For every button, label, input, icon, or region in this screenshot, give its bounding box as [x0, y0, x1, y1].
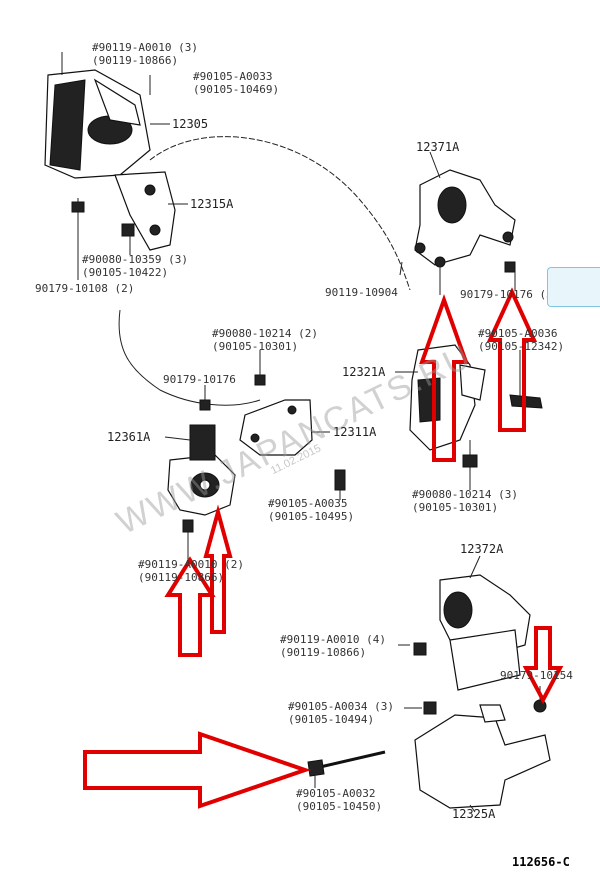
label-part-12372A: 12372A [460, 542, 504, 556]
label-part-12305: 12305 [172, 117, 208, 131]
label-90105-A0035: #90105-A0035 [268, 497, 347, 510]
label-90080-10359: #90080-10359 (3) [82, 253, 188, 266]
label-90105-10469: (90105-10469) [193, 83, 279, 96]
mount-12372A [413, 574, 547, 713]
label-90105-10450: (90105-10450) [296, 800, 382, 813]
mount-12371A [414, 169, 516, 295]
label-90119-A0010-4: #90119-A0010 (4) [280, 633, 386, 646]
label-90179-10154: 90179-10154 [500, 669, 573, 682]
label-90105-10422: (90105-10422) [82, 266, 168, 279]
label-90179-10108: 90179-10108 (2) [35, 282, 134, 295]
engine-outline [118, 136, 411, 406]
mount-12361A [167, 424, 236, 533]
label-part-12371A: 12371A [416, 140, 460, 154]
label-part-12311A: 12311A [333, 425, 377, 439]
side-tab-button[interactable] [547, 267, 600, 307]
label-90119-10904: 90119-10904 [325, 286, 398, 299]
label-part-12361A: 12361A [107, 430, 151, 444]
label-90119-10866-a: (90119-10866) [92, 54, 178, 67]
red-arrow-up-left-bolt [164, 556, 216, 657]
bracket-12311A [199, 374, 346, 491]
highlight-arrows [83, 287, 564, 809]
label-part-12325A: 12325A [452, 807, 496, 821]
label-90105-10301-b: (90105-10301) [412, 501, 498, 514]
red-arrow-right-long-bolt [83, 731, 312, 809]
red-arrow-up-left-stud [203, 504, 233, 634]
diagram-reference-number: 112656-C [512, 855, 570, 869]
label-90179-10176: 90179-10176 [163, 373, 236, 386]
leader-lines [129, 123, 541, 813]
part-labels: #90119-A0010 (3) (90119-10866) #90105-A0… [35, 41, 573, 869]
bracket-12325A [307, 701, 551, 809]
label-90179-10176-3: 90179-10176 (3) [460, 288, 559, 301]
label-90105-A0032: #90105-A0032 [296, 787, 375, 800]
label-90119-A0010-3: #90119-A0010 (3) [92, 41, 198, 54]
label-90105-A0033: #90105-A0033 [193, 70, 272, 83]
label-90119-10866-b: (90119-10866) [138, 571, 224, 584]
label-90119-A0010-2: #90119-A0010 (2) [138, 558, 244, 571]
red-arrow-up-right-nut [486, 287, 538, 432]
red-arrow-down-nut [522, 626, 564, 705]
label-90105-12342: (90105-12342) [478, 340, 564, 353]
label-90105-A0036: #90105-A0036 [478, 327, 557, 340]
label-part-12315A: 12315A [190, 197, 234, 211]
label-90105-10301-a: (90105-10301) [212, 340, 298, 353]
label-90105-A0034: #90105-A0034 (3) [288, 700, 394, 713]
bracket-12315A [71, 171, 176, 280]
red-arrow-up-right-mount [419, 294, 469, 462]
mount-12305 [44, 52, 151, 179]
label-part-12321A: 12321A [342, 365, 386, 379]
label-90105-10494: (90105-10494) [288, 713, 374, 726]
label-90119-10866-c: (90119-10866) [280, 646, 366, 659]
label-90080-10214-3: #90080-10214 (3) [412, 488, 518, 501]
label-90105-10495: (90105-10495) [268, 510, 354, 523]
label-90080-10214-2: #90080-10214 (2) [212, 327, 318, 340]
